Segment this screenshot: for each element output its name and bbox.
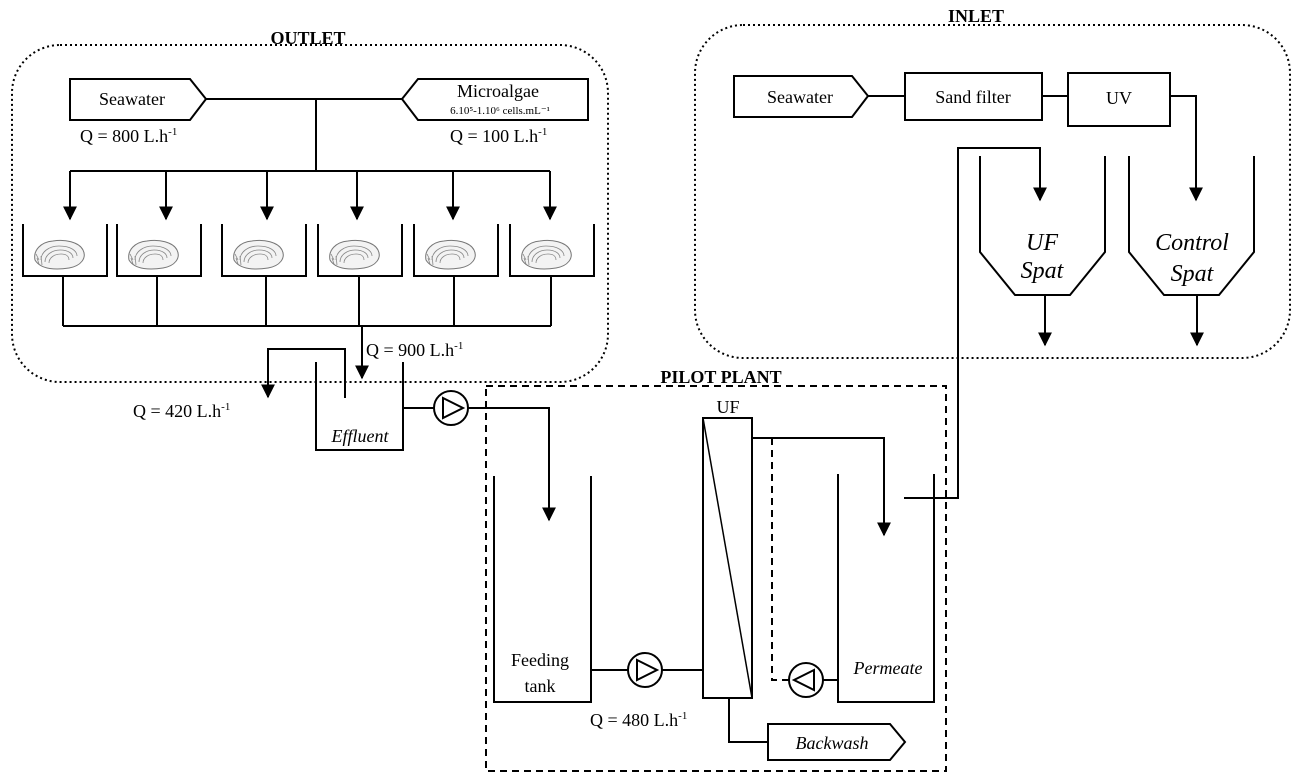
outlet-collection-flow: Q = 900 L.h-1 (366, 340, 463, 360)
oyster-tank-3 (221, 224, 307, 277)
backwash-outlet (767, 723, 907, 761)
uf-module-label: UF (716, 397, 739, 417)
inlet-section-frame (694, 24, 1291, 359)
uf-spat-tank (979, 156, 1106, 296)
oyster-tank-6 (509, 224, 595, 277)
oyster-icon (34, 239, 85, 270)
oyster-icon (329, 239, 380, 270)
backwash-pump (788, 662, 824, 698)
oyster-icon (425, 239, 476, 270)
control-spat-label-line2: Spat (1171, 261, 1215, 287)
uf-spat-label-line2: Spat (1021, 258, 1065, 284)
pilot-plant-section-title: PILOT PLANT (660, 367, 781, 387)
sand-filter-label: Sand filter (935, 87, 1010, 107)
uv-to-control-spat-pipe (1170, 95, 1203, 202)
oyster-tank-5 (413, 224, 499, 277)
oyster-icon (521, 239, 572, 270)
effluent-tank (315, 362, 404, 451)
inlet-seawater-label: Seawater (767, 87, 833, 107)
outlet-microalgae-source (400, 78, 589, 121)
oyster-tank-1 (22, 224, 108, 277)
outlet-microalgae-flow: Q = 100 L.h-1 (450, 126, 547, 146)
feeding-tank-label-line1: Feeding (511, 650, 569, 670)
outlet-seawater-flow: Q = 800 L.h-1 (80, 126, 177, 146)
effluent-overflow-pipe (261, 348, 346, 399)
effluent-label: Effluent (331, 426, 390, 446)
backwash-pipe (728, 698, 768, 743)
oyster-icon (128, 239, 179, 270)
feeding-tank (493, 476, 592, 703)
permeate-tank (837, 474, 935, 703)
uf-membrane (702, 417, 753, 699)
outlet-seawater-label: Seawater (99, 89, 165, 109)
feeding-tank-label-line2: tank (525, 676, 556, 696)
permeate-to-uf-spat-pipe (904, 147, 1047, 499)
inlet-section-title: INLET (948, 6, 1004, 26)
control-spat-label-line1: Control (1155, 230, 1229, 256)
feeding-tank-inlet-pipe (468, 407, 556, 522)
uv-unit (1067, 72, 1171, 127)
uf-feed-pump (627, 652, 663, 688)
inlet-seawater-source (733, 75, 870, 118)
feed-flow: Q = 480 L.h-1 (590, 710, 687, 730)
permeate-label: Permeate (853, 658, 923, 678)
outlet-collection-pipes (62, 276, 552, 327)
effluent-transfer-pump (433, 390, 469, 426)
outlet-microalgae-concentration: 6.10⁵-1.10⁶ cells.mL⁻¹ (450, 105, 550, 117)
outlet-section-frame (11, 44, 609, 383)
permeate-pipe (752, 437, 891, 537)
outlet-microalgae-label: Microalgae (457, 81, 539, 101)
oyster-tank-4 (317, 224, 403, 277)
effluent-overflow-flow: Q = 420 L.h-1 (133, 401, 230, 421)
outlet-seawater-source (69, 78, 208, 121)
oyster-tank-2 (116, 224, 202, 277)
outlet-section-title: OUTLET (270, 28, 345, 48)
uf-spat-label-line1: UF (1026, 230, 1058, 256)
control-spat-tank (1128, 156, 1255, 296)
backwash-dashed-line (771, 438, 790, 681)
pilot-plant-section-frame (485, 385, 947, 772)
uv-label: UV (1106, 88, 1132, 108)
oyster-icon (233, 239, 284, 270)
sand-filter (904, 72, 1043, 121)
backwash-label: Backwash (796, 733, 869, 753)
